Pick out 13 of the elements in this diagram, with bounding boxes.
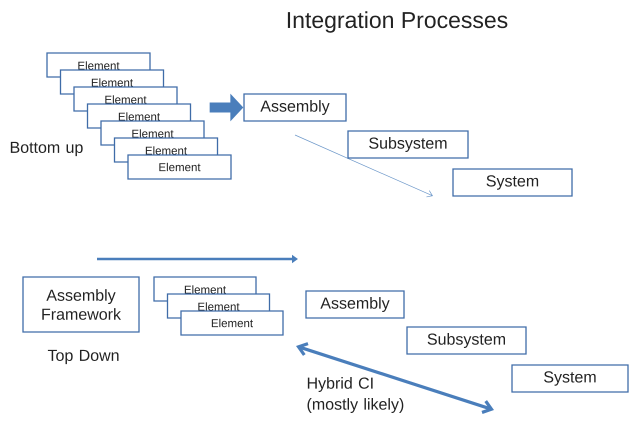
process-box: Assembly bbox=[305, 290, 405, 319]
note-label: Top Down bbox=[48, 350, 118, 364]
note-label: Hybrid CI (mostly likely) bbox=[308, 377, 404, 413]
element-box: Element bbox=[127, 154, 232, 180]
title: Integration Processes bbox=[288, 11, 508, 33]
element-box: Element bbox=[180, 310, 284, 336]
process-box: System bbox=[511, 364, 629, 393]
note-label: Bottom up bbox=[10, 142, 83, 156]
process-box: System bbox=[452, 168, 573, 197]
process-box: Subsystem bbox=[406, 326, 527, 355]
process-box: Assembly bbox=[243, 93, 347, 122]
process-box: Subsystem bbox=[347, 130, 469, 159]
process-box: Assembly Framework bbox=[22, 276, 140, 333]
